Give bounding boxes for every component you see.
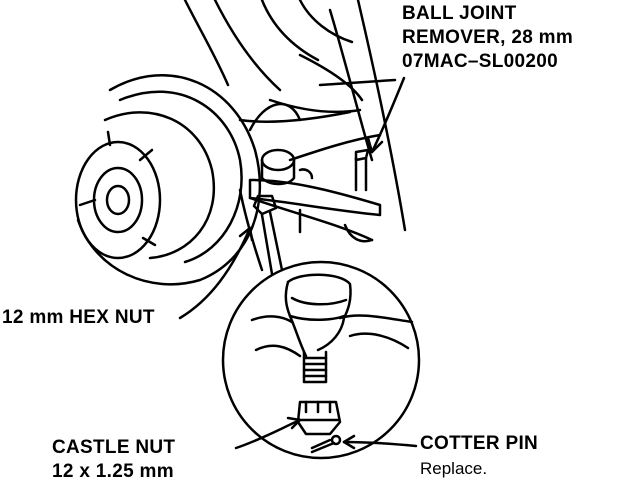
- castle-nut-size: 12 x 1.25 mm: [52, 461, 174, 482]
- brake-disc: [74, 74, 302, 286]
- ball-joint-remover-label-line2: REMOVER, 28 mm: [402, 27, 574, 48]
- ball-joint-remover-part-number: 07MAC–SL00200: [402, 51, 558, 72]
- ball-joint-remover-tool: [248, 148, 382, 243]
- detail-circle: [221, 260, 421, 460]
- leader-lines: [178, 76, 418, 450]
- suspension-background: [183, 0, 407, 232]
- cotter-pin-note: Replace.: [420, 459, 488, 478]
- castle-nut-label: CASTLE NUT: [52, 437, 176, 458]
- detail-connector-lines: [260, 210, 284, 276]
- hex-nut-label: 12 mm HEX NUT: [2, 307, 155, 328]
- ball-joint-remover-label-line1: BALL JOINT: [402, 3, 517, 24]
- cotter-pin-label: COTTER PIN: [420, 433, 539, 454]
